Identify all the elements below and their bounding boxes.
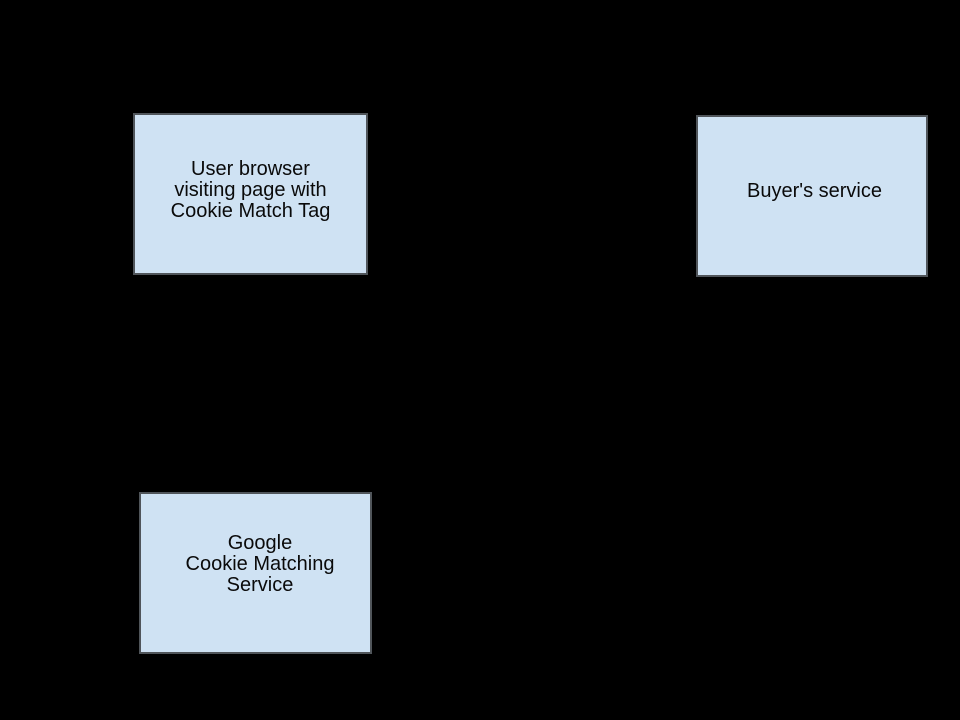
node-google-cookie-matching-service: Google Cookie Matching Service	[139, 492, 372, 654]
node-google-cookie-matching-service-label: Google Cookie Matching Service	[185, 531, 335, 596]
node-user-browser: User browser visiting page with Cookie M…	[133, 113, 368, 275]
node-buyers-service: Buyer's service	[696, 115, 928, 277]
node-user-browser-label: User browser visiting page with Cookie M…	[170, 157, 331, 222]
node-buyers-service-label: Buyer's service	[747, 179, 882, 202]
